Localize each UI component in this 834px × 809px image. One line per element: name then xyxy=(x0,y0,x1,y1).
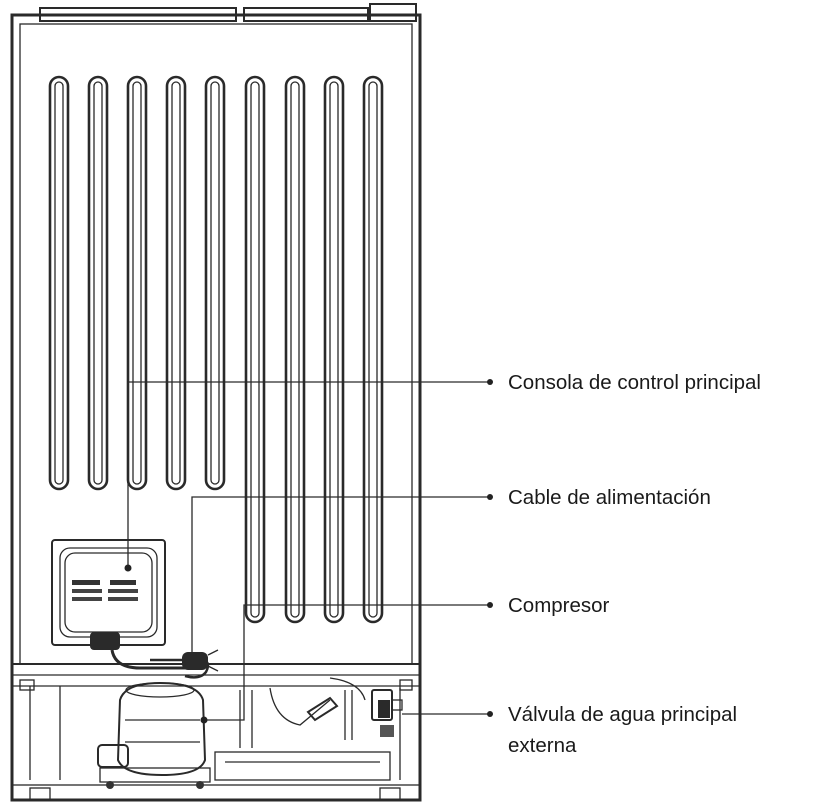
callout-valve-label-line2: externa xyxy=(508,734,577,757)
callout-valve-label-line1: Válvula de agua principal xyxy=(508,703,738,726)
callout-compressor-label: Compresor xyxy=(508,594,610,617)
coil-tube xyxy=(165,75,187,491)
coil-tube xyxy=(126,75,148,491)
coil-tube xyxy=(362,75,384,624)
coil-tube xyxy=(87,75,109,491)
cabinet-outline xyxy=(10,3,422,802)
coil-tube xyxy=(244,75,266,624)
power-cable xyxy=(110,649,219,679)
callout-cable-label: Cable de alimentación xyxy=(508,486,711,509)
condenser-coils xyxy=(48,75,384,624)
coil-tube xyxy=(48,75,70,491)
control-console-box xyxy=(51,539,166,650)
base-details xyxy=(19,679,413,780)
callout-console-label: Consola de control principal xyxy=(508,371,761,394)
coil-tube xyxy=(284,75,306,624)
base-piping xyxy=(214,677,403,781)
coil-tube xyxy=(323,75,345,624)
compressor-unit xyxy=(97,681,211,789)
leader-lines xyxy=(124,379,493,724)
coil-tube xyxy=(204,75,226,491)
